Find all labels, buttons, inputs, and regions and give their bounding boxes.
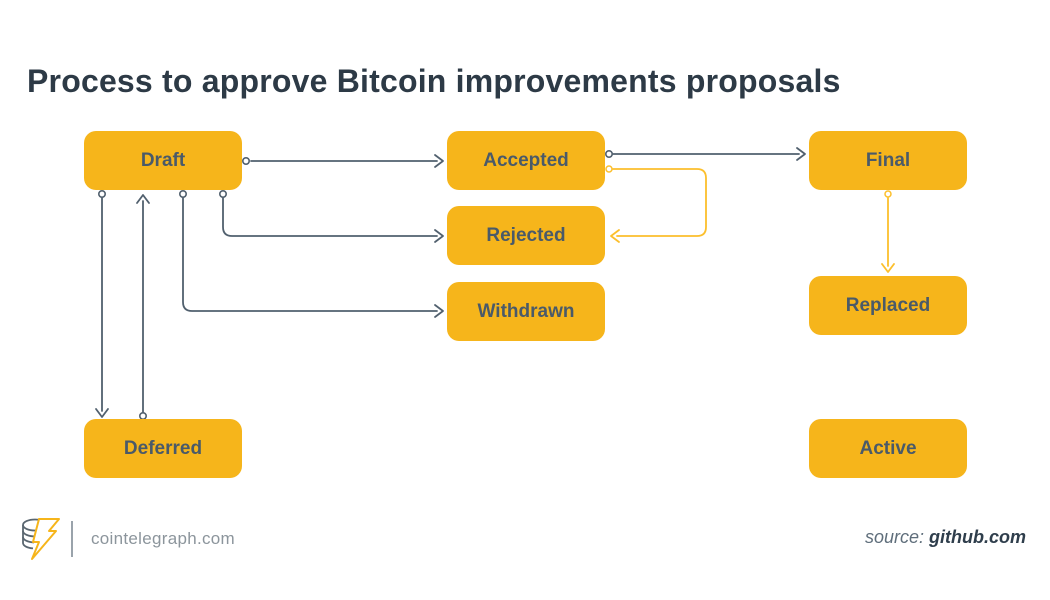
page-title: Process to approve Bitcoin improvements … — [27, 63, 841, 100]
node-draft-label: Draft — [140, 149, 186, 171]
node-accepted-label: Accepted — [483, 149, 569, 171]
node-active: Active — [809, 419, 967, 478]
node-active-label: Active — [859, 437, 917, 459]
node-draft: Draft — [84, 131, 242, 190]
footer-divider — [71, 521, 73, 557]
source-label: source: — [864, 527, 924, 547]
node-replaced: Replaced — [809, 276, 967, 335]
node-replaced-label: Replaced — [845, 294, 931, 316]
source-credit: source: github.com — [865, 527, 1026, 548]
source-value: github.com — [929, 527, 1026, 547]
node-deferred-label: Deferred — [123, 437, 203, 459]
edge-deferred-draft — [136, 194, 150, 420]
edge-final-replaced — [881, 190, 895, 273]
node-accepted: Accepted — [447, 131, 605, 190]
brand-url: cointelegraph.com — [91, 529, 236, 548]
node-final: Final — [809, 131, 967, 190]
node-withdrawn-label: Withdrawn — [477, 300, 575, 322]
edge-draft-withdrawn — [179, 190, 444, 318]
cointelegraph-logo-icon — [22, 518, 60, 560]
node-withdrawn: Withdrawn — [447, 282, 605, 341]
edge-accepted-final — [604, 147, 806, 161]
edge-draft-rejected — [219, 190, 444, 243]
node-deferred: Deferred — [84, 419, 242, 478]
edge-accepted-rejected — [605, 165, 707, 243]
node-rejected-label: Rejected — [486, 224, 566, 246]
node-rejected: Rejected — [447, 206, 605, 265]
node-final-label: Final — [865, 149, 911, 171]
edge-draft-deferred — [95, 190, 109, 418]
edge-draft-accepted — [242, 154, 444, 168]
